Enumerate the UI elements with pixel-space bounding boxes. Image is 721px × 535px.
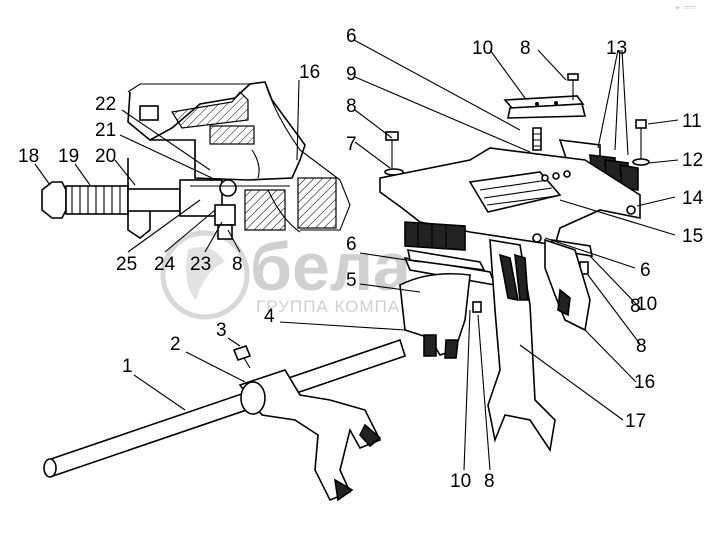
detent-rod [127, 188, 181, 212]
housing-section [127, 81, 351, 239]
callout-12: 12 [682, 150, 703, 171]
bracket-14 [379, 147, 641, 251]
callout-24: 24 [154, 254, 176, 275]
callout-8-top: 8 [520, 38, 531, 59]
fork-16 [544, 238, 591, 332]
callout-23: 23 [190, 254, 211, 275]
callout-14: 14 [682, 188, 704, 209]
callout-22: 22 [95, 94, 116, 115]
detent-assembly [41, 179, 290, 240]
callout-19: 19 [58, 146, 79, 167]
callout-9: 9 [346, 64, 357, 85]
bolt-head [41, 181, 67, 219]
callout-10-right: 10 [636, 294, 657, 315]
callout-6-right: 6 [640, 260, 651, 281]
callout-17: 17 [625, 411, 646, 432]
watermark-tagline: ГРУППА КОМПАНИЙ [256, 297, 440, 316]
leader-lines [34, 39, 679, 471]
callout-10-top: 10 [472, 38, 493, 59]
fork-4 [399, 272, 471, 359]
callout-16-housing: 16 [299, 62, 320, 83]
fork-2 [238, 369, 382, 502]
callout-11: 11 [682, 111, 702, 132]
fork-17 [487, 239, 556, 453]
callout-21: 21 [95, 120, 116, 141]
spring-body [65, 185, 129, 215]
bolt-9 [532, 127, 542, 151]
watermark-logo-mark [186, 246, 225, 300]
callout-13: 13 [606, 38, 627, 59]
callout-labels: 1 2 3 4 5 6 6 6 7 8 8 8 8 8 8 9 10 10 10… [18, 26, 704, 492]
bolt-8-top [567, 73, 579, 81]
callout-20: 20 [95, 146, 116, 167]
bolt-3 [232, 345, 252, 369]
callout-8-bottom: 8 [484, 471, 495, 492]
watermark-logo-ring [160, 230, 250, 320]
bolt-11 [635, 119, 647, 129]
callout-2: 2 [170, 334, 181, 355]
callout-10-bottom: 10 [450, 471, 471, 492]
callout-4: 4 [264, 306, 275, 327]
callout-16-right: 16 [634, 372, 655, 393]
callout-8-housing: 8 [232, 254, 243, 275]
callout-6-top: 6 [346, 26, 357, 47]
callout-3: 3 [216, 320, 227, 341]
detent-ball [219, 179, 237, 197]
callout-8-right-lower: 8 [636, 336, 647, 357]
callout-8-right: 8 [630, 296, 641, 317]
callout-8-bolt7: 8 [346, 96, 357, 117]
callout-1: 1 [122, 356, 133, 377]
callout-25: 25 [116, 254, 137, 275]
corner-mark: ▸ ══ [676, 2, 696, 12]
washer-12 [632, 158, 650, 166]
callout-7: 7 [346, 134, 357, 155]
bolt-7 [385, 131, 399, 141]
callout-18: 18 [18, 146, 39, 167]
callout-5: 5 [346, 270, 357, 291]
callout-15: 15 [682, 226, 703, 247]
callout-6-left: 6 [346, 234, 357, 255]
